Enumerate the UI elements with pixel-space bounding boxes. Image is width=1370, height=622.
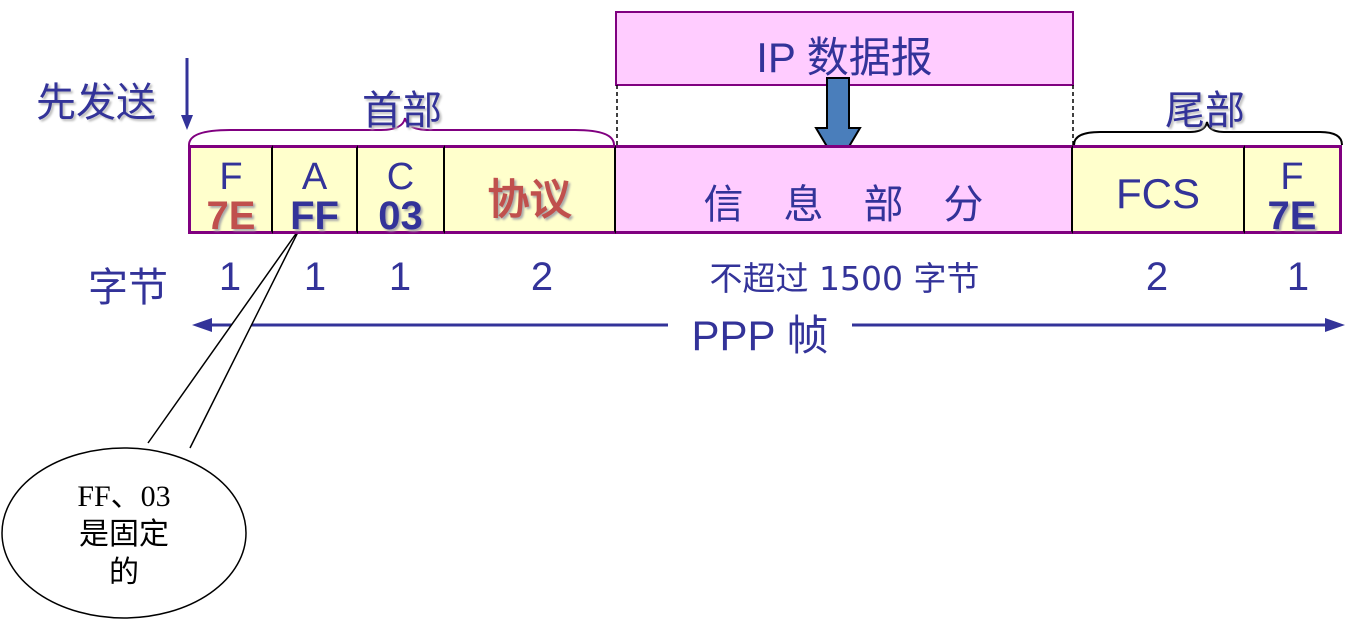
field-protocol: 协议 — [445, 145, 616, 234]
header-label: 首部 — [362, 89, 442, 133]
field-name: 协议 — [487, 175, 572, 224]
ip-datagram-box — [615, 11, 1074, 86]
arrow-left-icon — [192, 318, 212, 332]
trailer-brace — [1073, 121, 1343, 146]
field-address: A FF — [273, 145, 358, 238]
send-arrow-head — [181, 115, 193, 130]
arrow-right-icon — [1325, 318, 1345, 332]
trailer-label: 尾部 — [1165, 89, 1245, 133]
callout-line: 是固定 — [79, 518, 169, 551]
bytes-label: 字节 — [88, 265, 168, 311]
send-first-label: 先发送 — [36, 81, 156, 125]
field-value: 03 — [378, 194, 423, 238]
field-name: C — [386, 156, 415, 198]
header-brace — [188, 117, 615, 146]
byte-count: 1 — [388, 255, 412, 299]
byte-count: 2 — [1145, 255, 1169, 299]
callout-text: FF、03 是固定 的 — [14, 478, 234, 592]
field-name: F — [1280, 156, 1304, 198]
byte-count: 不超过 1500 字节 — [709, 259, 980, 298]
field-name: FCS — [1116, 170, 1200, 217]
field-name: 信 息 部 分 — [703, 182, 984, 228]
byte-count: 1 — [303, 255, 327, 299]
field-control: C 03 — [358, 145, 445, 238]
ppp-frame-label: PPP 帧 — [691, 312, 829, 359]
byte-count: 2 — [530, 255, 554, 299]
callout-line: 的 — [109, 556, 139, 589]
callout-bubble — [1, 447, 247, 619]
field-information: 信 息 部 分 — [616, 145, 1073, 234]
field-flag-end: F 7E — [1245, 145, 1342, 238]
byte-count: 1 — [218, 255, 242, 299]
field-flag-start: F 7E — [188, 145, 273, 238]
callout-line: FF、03 — [77, 480, 171, 513]
byte-count: 1 — [1286, 255, 1310, 299]
field-fcs: FCS — [1073, 145, 1245, 234]
field-name: F — [219, 156, 243, 198]
field-value: 7E — [206, 194, 256, 238]
field-value: 7E — [1267, 194, 1317, 238]
field-name: A — [301, 156, 328, 198]
field-value: FF — [290, 194, 339, 238]
ip-datagram-label: IP 数据报 — [756, 34, 933, 81]
